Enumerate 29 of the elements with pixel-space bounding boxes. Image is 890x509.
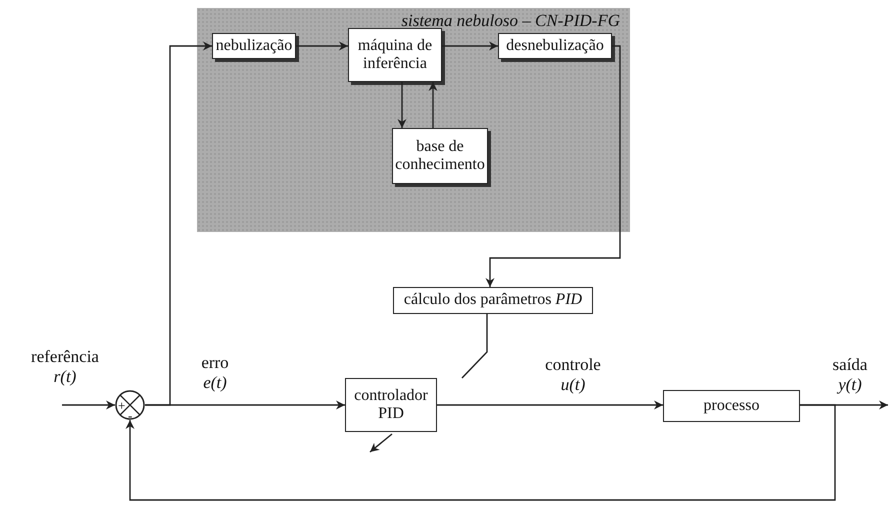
process-box: nebulização — [212, 33, 296, 59]
process-box: desnebulização — [498, 33, 612, 59]
arrow — [437, 400, 663, 410]
summing-junction — [115, 390, 145, 420]
arrow — [145, 42, 212, 406]
process-box: máquina de inferência — [348, 28, 442, 82]
signal-label: erro — [201, 353, 229, 373]
process-box: base de conhecimento — [392, 128, 488, 184]
plus-sign: + — [118, 399, 126, 412]
arrow — [126, 404, 836, 501]
arrow — [296, 42, 348, 50]
minus-sign: - — [128, 409, 132, 422]
process-box: cálculo dos parâmetros PID — [393, 287, 593, 314]
signal-label: controle — [545, 355, 601, 375]
signal-label: referência — [31, 347, 99, 367]
signal-label: y(t) — [838, 375, 862, 395]
signal-label: saída — [832, 355, 868, 375]
fuzzy-system-panel — [197, 8, 630, 232]
process-box: controlador PID — [345, 378, 437, 432]
arrow — [62, 400, 115, 410]
panel-title: sistema nebuloso – CN-PID-FG — [401, 11, 620, 31]
arrow — [486, 45, 621, 287]
signal-label: r(t) — [54, 367, 76, 387]
arrow — [428, 82, 438, 128]
arrow — [442, 42, 498, 50]
process-box: processo — [663, 390, 800, 422]
signal-label: u(t) — [560, 375, 586, 395]
signal-label: e(t) — [203, 373, 227, 393]
arrow — [398, 82, 406, 128]
